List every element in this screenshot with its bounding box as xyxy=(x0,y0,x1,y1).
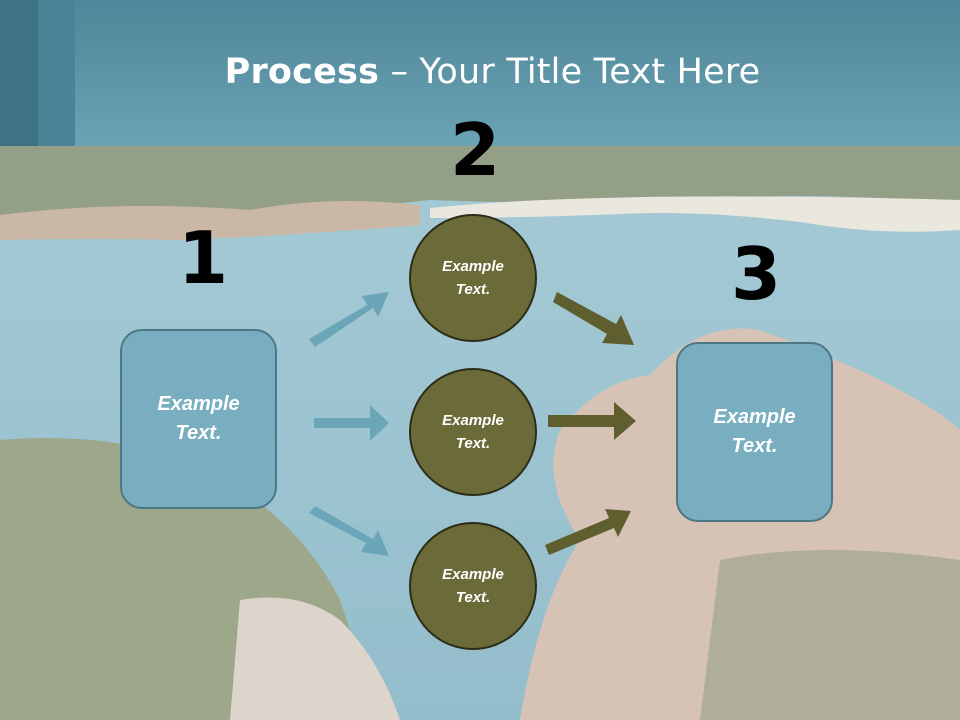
step-3-label: Example Text. xyxy=(713,406,796,457)
arrow-up-right xyxy=(309,292,389,347)
circle-label: Example Text. xyxy=(442,258,504,298)
title-bold: Process xyxy=(224,52,380,92)
arrow-down-right-olive xyxy=(553,292,634,345)
step-2-circle-top[interactable]: Example Text. xyxy=(409,214,537,342)
banner-stripe xyxy=(38,0,75,146)
banner-stripe xyxy=(0,0,38,146)
step-1-box[interactable]: Example Text. xyxy=(120,329,277,509)
circle-label: Example Text. xyxy=(442,566,504,606)
arrow-down-right xyxy=(309,506,389,556)
step-2-circle-middle[interactable]: Example Text. xyxy=(409,368,537,496)
step-3-box[interactable]: Example Text. xyxy=(676,342,833,522)
step-1-label: Example Text. xyxy=(157,393,240,444)
circle-label: Example Text. xyxy=(442,412,504,452)
arrow-up-right-olive xyxy=(545,509,631,555)
step-number-2: 2 xyxy=(450,108,501,192)
arrow-right-olive xyxy=(548,402,636,440)
step-2-circle-bottom[interactable]: Example Text. xyxy=(409,522,537,650)
arrow-right xyxy=(314,405,389,441)
step-number-3: 3 xyxy=(731,232,782,316)
title-rest: – Your Title Text Here xyxy=(379,52,761,92)
title-banner xyxy=(0,0,960,146)
step-number-1: 1 xyxy=(178,216,229,300)
slide-title[interactable]: Process – Your Title Text Here xyxy=(0,52,960,92)
